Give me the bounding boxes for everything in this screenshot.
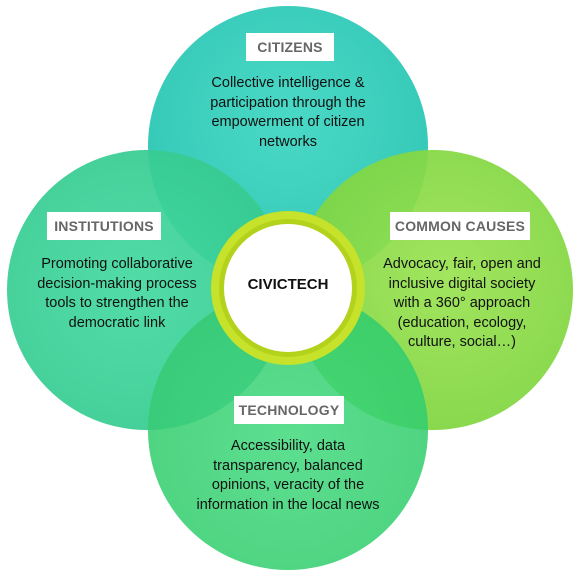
- institutions-line: tools to strengthen the: [45, 295, 189, 311]
- citizens-line: participation through the: [210, 94, 366, 111]
- overlap-institutions-technology: [148, 290, 287, 430]
- technology-line: transparency, balanced: [213, 457, 363, 474]
- technology-line: Accessibility, data: [230, 438, 346, 454]
- common-causes-line: culture, social…): [408, 334, 516, 350]
- technology-circle: [148, 290, 428, 570]
- citizens-description: Collective intelligence & participation …: [178, 74, 398, 152]
- common-causes-description: Advocacy, fair, open and inclusive digit…: [364, 255, 560, 353]
- common-causes-line: with a 360° approach: [393, 295, 531, 311]
- institutions-description: Promoting collaborative decision-making …: [14, 255, 220, 333]
- overlap-common-technology: [293, 290, 428, 430]
- citizens-line: networks: [258, 133, 318, 150]
- institutions-line: Promoting collaborative: [41, 256, 193, 272]
- hub-center: [224, 224, 352, 352]
- institutions-line: decision-making process: [37, 275, 197, 292]
- common-causes-line: inclusive digital society: [388, 275, 536, 292]
- citizens-line: Collective intelligence &: [211, 75, 365, 91]
- technology-description: Accessibility, data transparency, balanc…: [168, 437, 408, 515]
- citizens-title: CITIZENS: [246, 33, 334, 61]
- citizens-line: empowerment of citizen: [211, 114, 365, 130]
- center-label: CIVICTECH: [247, 276, 329, 293]
- technology-line: information in the local news: [196, 496, 380, 513]
- common-causes-title: COMMON CAUSES: [390, 212, 530, 240]
- technology-line: opinions, veracity of the: [211, 477, 365, 493]
- technology-title: TECHNOLOGY: [234, 396, 344, 424]
- institutions-title: INSTITUTIONS: [47, 212, 161, 240]
- common-causes-line: Advocacy, fair, open and: [383, 256, 541, 272]
- institutions-line: democratic link: [68, 314, 166, 331]
- common-causes-line: (education, ecology,: [397, 314, 527, 331]
